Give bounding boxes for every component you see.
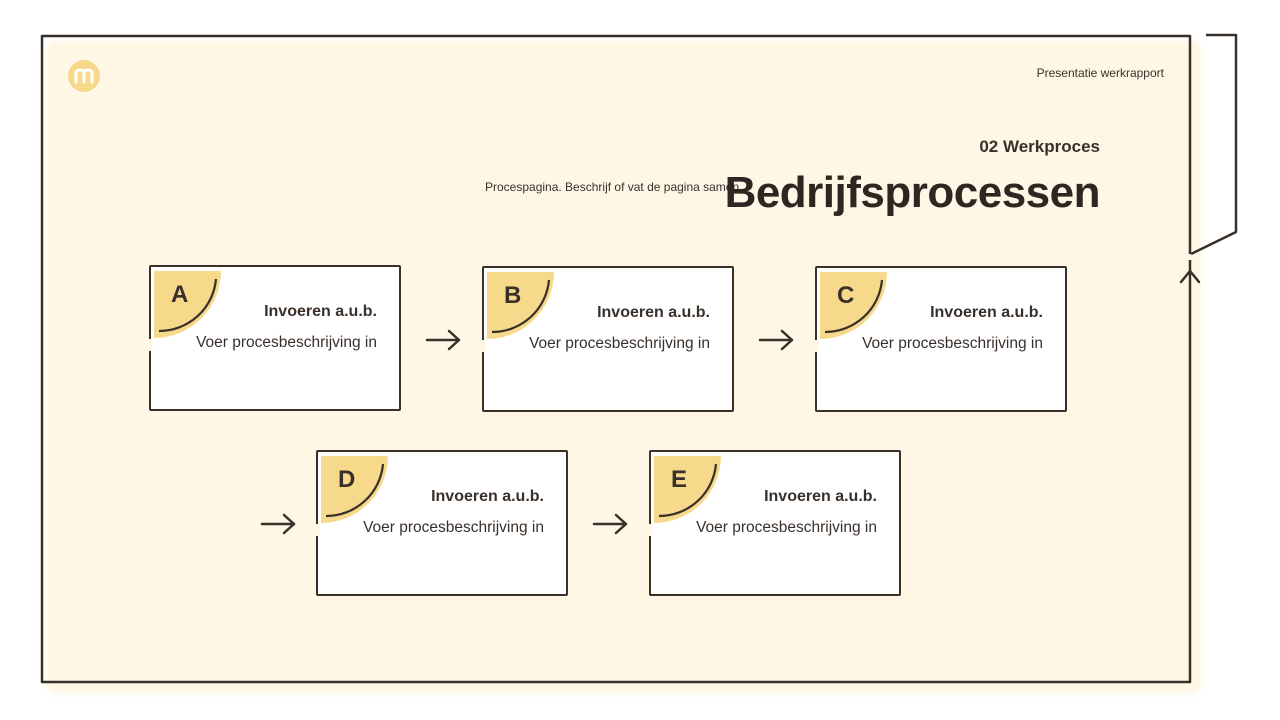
step-title: Invoeren a.u.b.	[597, 304, 710, 321]
step-description: Voer procesbeschrijving in	[363, 519, 544, 536]
corner-quarter-icon	[149, 271, 221, 351]
step-letter: A	[171, 281, 189, 308]
arrow-right-icon	[592, 513, 628, 535]
page-subtitle: Procespagina. Beschrijf of vat de pagina…	[485, 180, 743, 194]
page-title: Bedrijfsprocessen	[724, 168, 1101, 217]
corner-quarter-icon	[482, 272, 554, 352]
process-step-card[interactable]: A Invoeren a.u.b. Voer procesbeschrijvin…	[149, 265, 401, 411]
step-title: Invoeren a.u.b.	[764, 488, 877, 505]
card-box	[482, 266, 734, 412]
header-tag: Presentatie werkrapport	[1036, 66, 1164, 80]
arrow-right-icon	[425, 329, 461, 351]
step-letter: D	[338, 466, 356, 493]
step-title: Invoeren a.u.b.	[930, 304, 1043, 321]
step-letter: B	[504, 282, 522, 309]
process-step-card[interactable]: C Invoeren a.u.b. Voer procesbeschrijvin…	[815, 266, 1067, 412]
arrow-right-icon	[260, 513, 296, 535]
step-title: Invoeren a.u.b.	[264, 303, 377, 320]
up-arrow-icon	[1179, 269, 1201, 284]
process-step-card[interactable]: B Invoeren a.u.b. Voer procesbeschrijvin…	[482, 266, 734, 412]
step-description: Voer procesbeschrijving in	[696, 519, 877, 536]
step-letter: E	[671, 466, 688, 493]
corner-quarter-icon	[316, 456, 388, 536]
arrow-right-icon	[758, 329, 794, 351]
step-title: Invoeren a.u.b.	[431, 488, 544, 505]
step-description: Voer procesbeschrijving in	[529, 335, 710, 352]
corner-quarter-icon	[649, 456, 721, 536]
logo	[68, 60, 100, 92]
process-step-card[interactable]: E Invoeren a.u.b. Voer procesbeschrijvin…	[649, 450, 901, 596]
section-label: 02 Werkproces	[979, 137, 1100, 156]
corner-quarter-icon	[815, 272, 887, 352]
step-description: Voer procesbeschrijving in	[862, 335, 1043, 352]
m-logo-icon	[74, 68, 94, 84]
process-step-card[interactable]: D Invoeren a.u.b. Voer procesbeschrijvin…	[316, 450, 568, 596]
step-description: Voer procesbeschrijving in	[196, 334, 377, 351]
step-letter: C	[837, 282, 855, 309]
